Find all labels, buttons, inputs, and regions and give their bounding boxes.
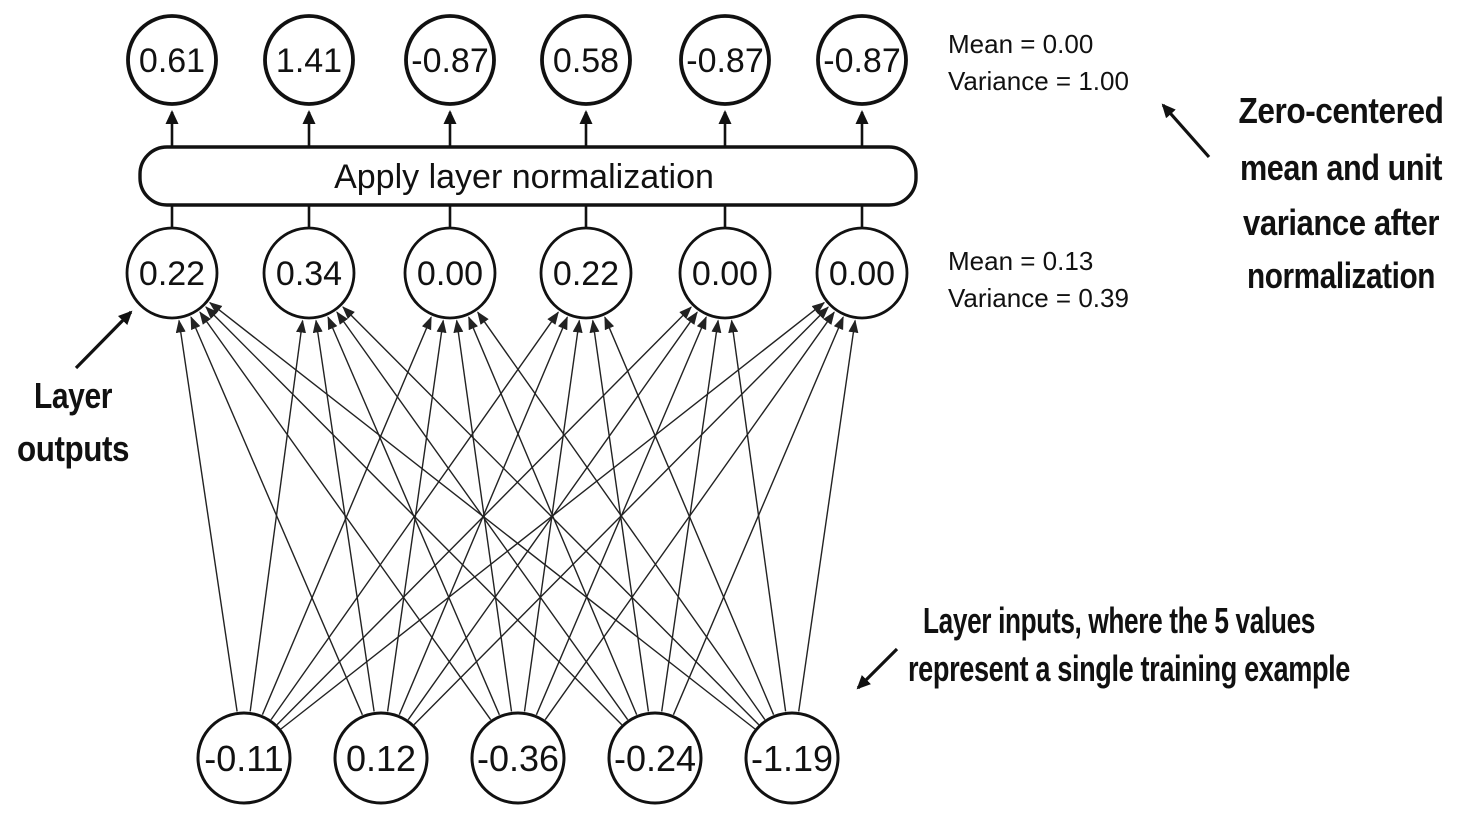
layer-inputs-arrow-icon xyxy=(856,647,899,690)
connection-line xyxy=(190,316,364,716)
zero-centered-line: variance after xyxy=(1243,202,1439,243)
connection-line xyxy=(342,306,760,726)
output-mean-label: Mean = 0.13 xyxy=(948,246,1093,276)
normalized-output-node xyxy=(404,14,496,106)
layer-output-value: 0.00 xyxy=(829,255,895,293)
normalized-output-value: -0.87 xyxy=(411,42,489,80)
zero-centered-line: Zero-centered xyxy=(1239,90,1444,131)
normalized-variance-label: Variance = 1.00 xyxy=(948,66,1129,96)
layer-output-node xyxy=(403,226,497,320)
layer-input-value: -1.19 xyxy=(751,738,833,779)
connection-line xyxy=(199,311,492,721)
layer-inputs-note-line: represent a single training example xyxy=(908,648,1350,689)
normalized-output-node xyxy=(126,14,218,106)
layer-output-value: 0.22 xyxy=(139,255,205,293)
layer-input-node xyxy=(196,711,292,805)
outputs-to-box-stubs xyxy=(170,206,864,227)
layer-output-value: 0.22 xyxy=(553,255,619,293)
layer-output-node xyxy=(678,226,772,320)
layer-inputs-annotation: Layer inputs, where the 5 values represe… xyxy=(856,600,1351,690)
layer-output-stats: Mean = 0.13 Variance = 0.39 xyxy=(948,246,1129,313)
connection-line xyxy=(453,319,513,712)
input-output-connections xyxy=(175,301,859,730)
layer-input-row: -0.11 0.12 -0.36 -0.24 -1.19 xyxy=(196,711,840,805)
layer-outputs-label-line: outputs xyxy=(17,428,129,469)
normalization-box xyxy=(138,145,918,207)
connection-line xyxy=(477,311,766,721)
layer-outputs-label-line: Layer xyxy=(34,375,112,416)
normalized-output-node xyxy=(679,14,771,106)
normalized-output-node xyxy=(263,14,355,106)
connection-line xyxy=(175,319,238,712)
layer-input-node xyxy=(470,711,566,805)
normalized-output-value: -0.87 xyxy=(686,42,764,80)
normalized-output-node xyxy=(816,14,908,106)
layer-input-node xyxy=(607,711,703,805)
normalized-output-value: -0.87 xyxy=(823,42,901,80)
box-to-normalized-arrows xyxy=(165,110,869,146)
connection-line xyxy=(209,301,756,730)
normalized-output-value: 1.41 xyxy=(276,42,342,80)
connection-line xyxy=(468,316,638,715)
zero-centered-annotation: Zero-centered mean and unit variance aft… xyxy=(1161,90,1444,296)
normalized-output-node xyxy=(540,14,632,106)
connection-line xyxy=(798,319,859,712)
connection-line xyxy=(261,316,432,715)
layer-output-node xyxy=(539,226,633,320)
normalized-mean-label: Mean = 0.00 xyxy=(948,29,1093,59)
layer-input-node xyxy=(744,711,840,805)
zero-centered-arrow-icon xyxy=(1161,103,1211,159)
layer-outputs-arrow-icon xyxy=(74,310,133,370)
layer-input-value: 0.12 xyxy=(346,738,416,779)
connection-line xyxy=(386,319,447,712)
layer-input-value: -0.36 xyxy=(477,738,559,779)
layer-input-node xyxy=(333,711,429,805)
normalized-output-value: 0.58 xyxy=(553,42,619,80)
connection-line xyxy=(728,319,787,712)
zero-centered-line: mean and unit xyxy=(1240,147,1442,188)
layer-output-node xyxy=(815,226,909,320)
layer-output-row: 0.22 0.34 0.00 0.22 0.00 0.00 xyxy=(125,226,909,320)
layer-outputs-annotation: Layer outputs xyxy=(17,310,133,469)
layer-output-node xyxy=(125,226,219,320)
layer-output-value: 0.00 xyxy=(417,255,483,293)
connection-line xyxy=(604,316,775,715)
layer-output-value: 0.00 xyxy=(692,255,758,293)
layer-output-value: 0.34 xyxy=(276,255,342,293)
layer-input-value: -0.11 xyxy=(204,738,283,779)
normalized-output-value: 0.61 xyxy=(139,42,205,80)
layer-input-value: -0.24 xyxy=(614,738,696,779)
layer-output-node xyxy=(262,226,356,320)
output-variance-label: Variance = 0.39 xyxy=(948,283,1129,313)
normalization-box-label: Apply layer normalization xyxy=(334,158,714,196)
zero-centered-line: normalization xyxy=(1247,255,1435,296)
normalized-stats: Mean = 0.00 Variance = 1.00 xyxy=(948,29,1129,96)
connection-line xyxy=(205,306,623,726)
normalized-output-row: 0.61 1.41 -0.87 0.58 -0.87 -0.87 xyxy=(126,14,908,106)
layer-inputs-note-line: Layer inputs, where the 5 values xyxy=(923,600,1315,641)
